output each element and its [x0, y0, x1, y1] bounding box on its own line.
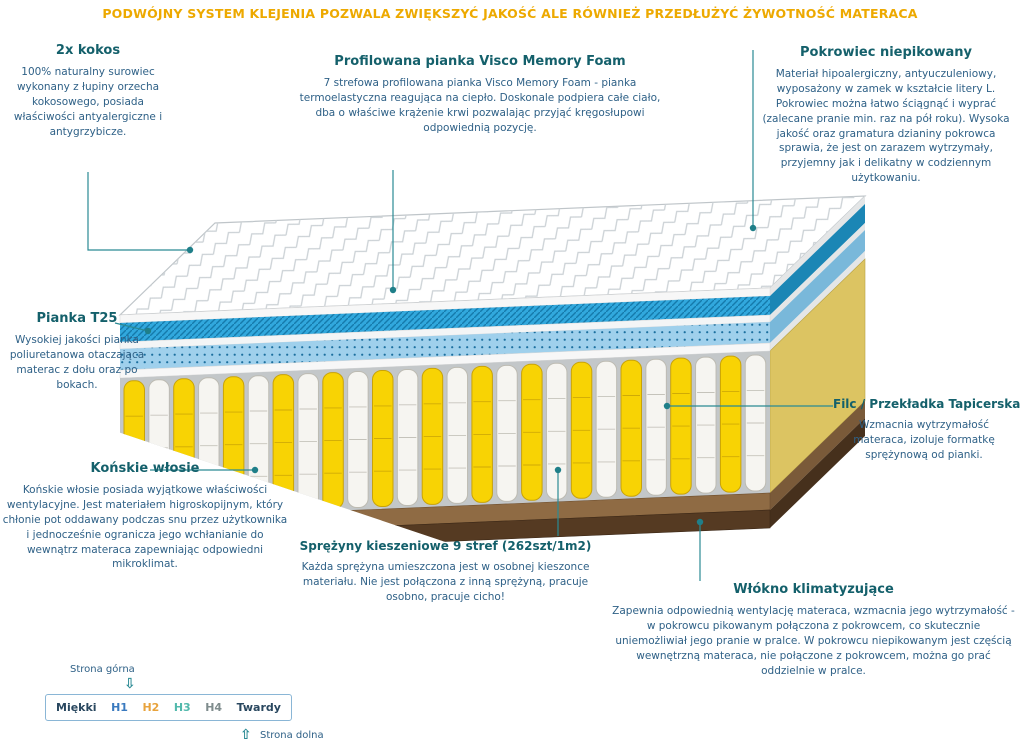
callout-line-sprezyny: [554, 466, 562, 536]
callout-dot-pokrowiec: [749, 224, 757, 232]
callout-sprezyny: Sprężyny kieszeniowe 9 stref (262szt/1m2…: [293, 539, 598, 605]
layer-climate-fiber: [120, 322, 770, 370]
callout-line-wlokno: [696, 518, 704, 581]
scale-bottom-label: Strona dolna: [260, 730, 324, 741]
layer-top-quilted: [118, 195, 867, 316]
scale-level-h3: H3: [173, 701, 191, 714]
callout-pianka-body: Wysokiej jakości pianka poliuretanowa ot…: [9, 333, 145, 391]
callout-filc-title: Filc / Przekładka Tapicerska: [833, 397, 1020, 411]
scale-level-h4: H4: [205, 701, 223, 714]
callout-dot-kokos: [186, 246, 194, 254]
callout-dot-wlokno: [696, 518, 704, 526]
callout-line-filc: [663, 402, 833, 410]
callout-wlokno: Włókno klimatyzujące Zapewnia odpowiedni…: [612, 582, 1015, 678]
callout-pokrowiec-title: Pokrowiec niepikowany: [800, 45, 972, 60]
banner-title: PODWÓJNY SYSTEM KLEJENIA POZWALA ZWIĘKSZ…: [102, 6, 918, 21]
layer-visco-memory: [120, 296, 770, 342]
callout-dot-pianka: [144, 327, 152, 335]
arrow-down-icon: ⇩: [124, 676, 136, 692]
callout-wlokno-body: Zapewnia odpowiednią wentylację materaca…: [612, 604, 1015, 677]
callout-line-pianka: [114, 322, 152, 335]
scale-level-h1: H1: [111, 701, 128, 714]
callout-pokrowiec-body: Materiał hipoalergiczny, antyuczuleniowy…: [762, 67, 1010, 185]
callout-sprezyny-body: Każda sprężyna umieszczona jest w osobne…: [301, 560, 590, 603]
callout-konskie-title: Końskie włosie: [90, 461, 200, 476]
callout-pokrowiec: Pokrowiec niepikowany Materiał hipoalerg…: [758, 45, 1014, 186]
callout-dot-konskie: [251, 466, 259, 474]
layer-pocket-springs: [123, 354, 767, 518]
callout-filc: Filc / Przekładka Tapicerska Wzmacnia wy…: [833, 397, 1020, 463]
callout-pianka: Pianka T25 Wysokiej jakości pianka poliu…: [2, 311, 152, 393]
callout-dot-visco: [389, 286, 397, 294]
scale-hard-label: Twardy: [236, 701, 281, 714]
hardness-scale: Miękki H1 H2 H3 H4 Twardy: [45, 694, 292, 721]
callout-dot-sprezyny: [554, 466, 562, 474]
callout-konskie-body: Końskie włosie posiada wyjątkowe właściw…: [2, 483, 288, 571]
callout-visco-title: Profilowana pianka Visco Memory Foam: [334, 54, 626, 69]
scale-level-h2: H2: [142, 701, 160, 714]
callout-visco: Profilowana pianka Visco Memory Foam 7 s…: [290, 54, 670, 136]
callout-visco-body: 7 strefowa profilowana pianka Visco Memo…: [299, 76, 661, 134]
callout-line-kokos: [87, 172, 194, 254]
scale-top-label: Strona górna: [70, 664, 135, 675]
callout-pianka-title: Pianka T25: [36, 311, 118, 326]
callout-sprezyny-title: Sprężyny kieszeniowe 9 stref (262szt/1m2…: [299, 539, 592, 553]
callout-filc-body: Wzmacnia wytrzymałość materaca, izoluje …: [853, 418, 995, 461]
mattress-right-side: [769, 196, 866, 528]
callout-line-pokrowiec: [749, 50, 757, 232]
mattress-front-layers: [119, 287, 771, 379]
callout-kokos-body: 100% naturalny surowiec wykonany z łupin…: [13, 65, 163, 138]
callout-kokos-title: 2x kokos: [55, 43, 121, 58]
callout-wlokno-title: Włókno klimatyzujące: [733, 582, 894, 597]
callout-kokos: 2x kokos 100% naturalny surowiec wykonan…: [8, 43, 168, 139]
arrow-up-icon: ⇧: [240, 727, 252, 743]
callout-line-visco: [389, 170, 397, 294]
callout-line-konskie: [150, 466, 259, 474]
callout-dot-filc: [663, 402, 671, 410]
scale-soft-label: Miękki: [56, 701, 97, 714]
callout-konskie: Końskie włosie Końskie włosie posiada wy…: [0, 461, 290, 572]
